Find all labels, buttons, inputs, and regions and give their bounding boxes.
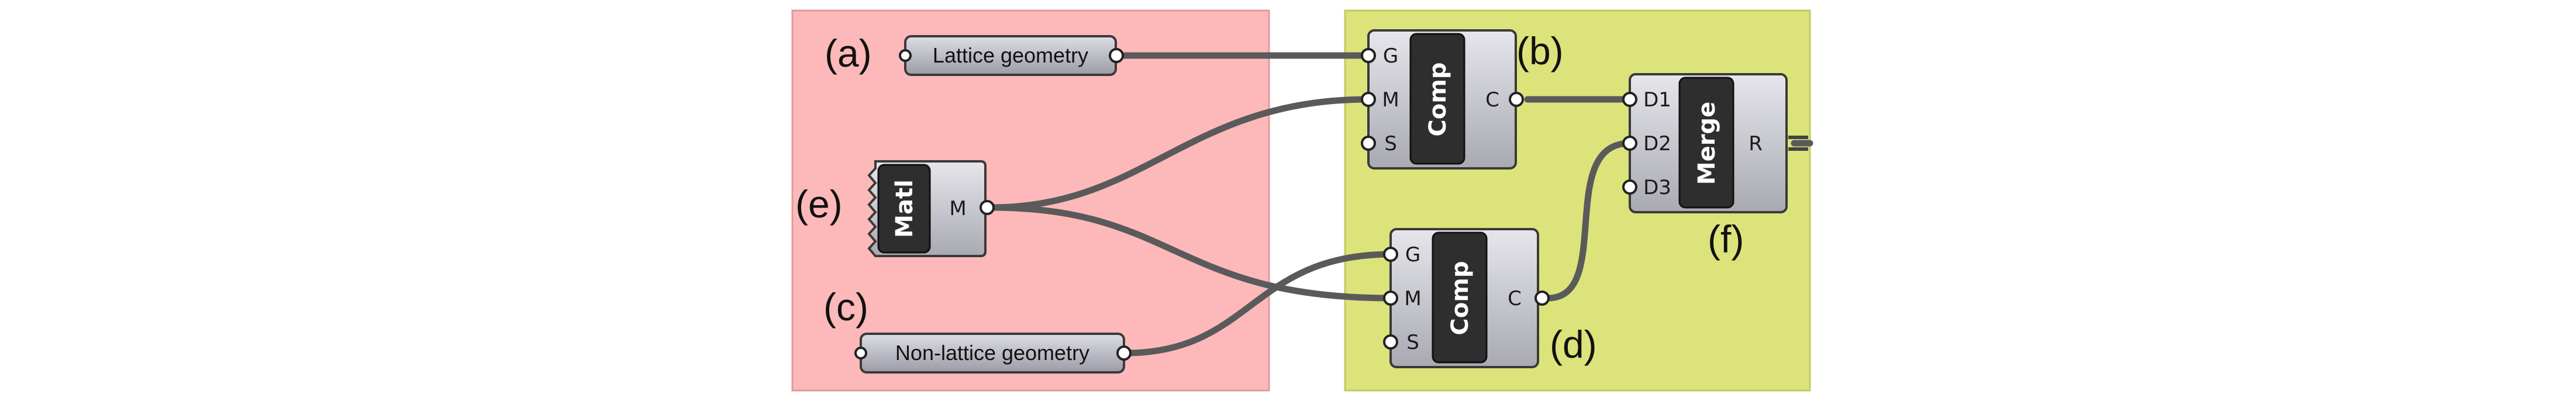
comp-d-port-s[interactable] bbox=[1383, 334, 1398, 350]
non-lattice-geometry-panel[interactable]: Non-lattice geometry bbox=[860, 333, 1125, 374]
comp-b-input-s: S bbox=[1384, 132, 1397, 155]
comp-d-port-m[interactable] bbox=[1383, 291, 1398, 306]
merge-input-d1: D1 bbox=[1643, 88, 1671, 112]
wire-nonlattice-to-comp-d-g bbox=[1122, 251, 1394, 357]
merge-badge bbox=[1678, 77, 1734, 209]
comp-b-name: Comp bbox=[1425, 62, 1451, 136]
merge-port-r[interactable] bbox=[1788, 136, 1808, 151]
lattice-geometry-text: Lattice geometry bbox=[933, 43, 1088, 67]
comp-d-input-s: S bbox=[1406, 331, 1419, 354]
label-f: (f) bbox=[1708, 217, 1744, 261]
comp-d-output-c: C bbox=[1508, 287, 1522, 310]
label-c: (c) bbox=[823, 285, 868, 329]
comp-b-port-m[interactable] bbox=[1361, 92, 1376, 107]
comp-b-badge bbox=[1409, 33, 1465, 165]
matl-output-port[interactable] bbox=[980, 200, 995, 215]
comp-d-input-g: G bbox=[1405, 243, 1420, 267]
merge-name: Merge bbox=[1694, 102, 1720, 185]
comp-b-port-c[interactable] bbox=[1509, 92, 1524, 107]
matl-name: Matl bbox=[891, 179, 918, 238]
lattice-geometry-panel[interactable]: Lattice geometry bbox=[904, 35, 1117, 76]
comp-b-port-s[interactable] bbox=[1361, 136, 1376, 151]
matl-component[interactable]: Matl M bbox=[867, 160, 987, 257]
merge-port-d3[interactable] bbox=[1622, 179, 1637, 195]
comp-d-input-m: M bbox=[1404, 287, 1421, 310]
lattice-input-port[interactable] bbox=[899, 49, 912, 62]
comp-d-component[interactable]: Comp G M S C bbox=[1389, 228, 1539, 368]
wire-matl-to-comp-d-m bbox=[988, 204, 1394, 302]
label-d: (d) bbox=[1550, 323, 1597, 366]
label-e: (e) bbox=[795, 182, 843, 226]
comp-b-input-g: G bbox=[1383, 44, 1398, 68]
label-b: (b) bbox=[1516, 29, 1564, 72]
comp-d-port-c[interactable] bbox=[1534, 291, 1550, 306]
merge-input-d3: D3 bbox=[1643, 176, 1671, 199]
merge-port-d2[interactable] bbox=[1622, 136, 1637, 151]
comp-d-name: Comp bbox=[1447, 261, 1474, 335]
merge-input-d2: D2 bbox=[1643, 132, 1671, 155]
wire-matl-to-comp-b-m bbox=[988, 96, 1372, 211]
wire-comp-d-to-merge-d2 bbox=[1544, 140, 1633, 302]
label-a: (a) bbox=[825, 32, 872, 75]
merge-port-d1[interactable] bbox=[1622, 92, 1637, 107]
comp-b-input-m: M bbox=[1382, 88, 1399, 112]
comp-b-port-g[interactable] bbox=[1361, 48, 1376, 63]
comp-d-port-g[interactable] bbox=[1383, 247, 1398, 262]
matl-badge bbox=[877, 164, 931, 254]
non-lattice-input-port[interactable] bbox=[854, 347, 867, 359]
wires bbox=[988, 52, 1813, 357]
merge-component[interactable]: Merge D1 D2 D3 R bbox=[1629, 73, 1788, 213]
comp-d-badge bbox=[1432, 231, 1488, 364]
comp-b-output-c: C bbox=[1485, 88, 1499, 112]
non-lattice-geometry-text: Non-lattice geometry bbox=[895, 341, 1089, 365]
non-lattice-output-port[interactable] bbox=[1116, 345, 1132, 361]
comp-b-component[interactable]: Comp G M S C bbox=[1367, 29, 1517, 170]
lattice-output-port[interactable] bbox=[1109, 48, 1124, 63]
matl-output-m: M bbox=[949, 197, 966, 220]
merge-output-r: R bbox=[1749, 132, 1763, 155]
